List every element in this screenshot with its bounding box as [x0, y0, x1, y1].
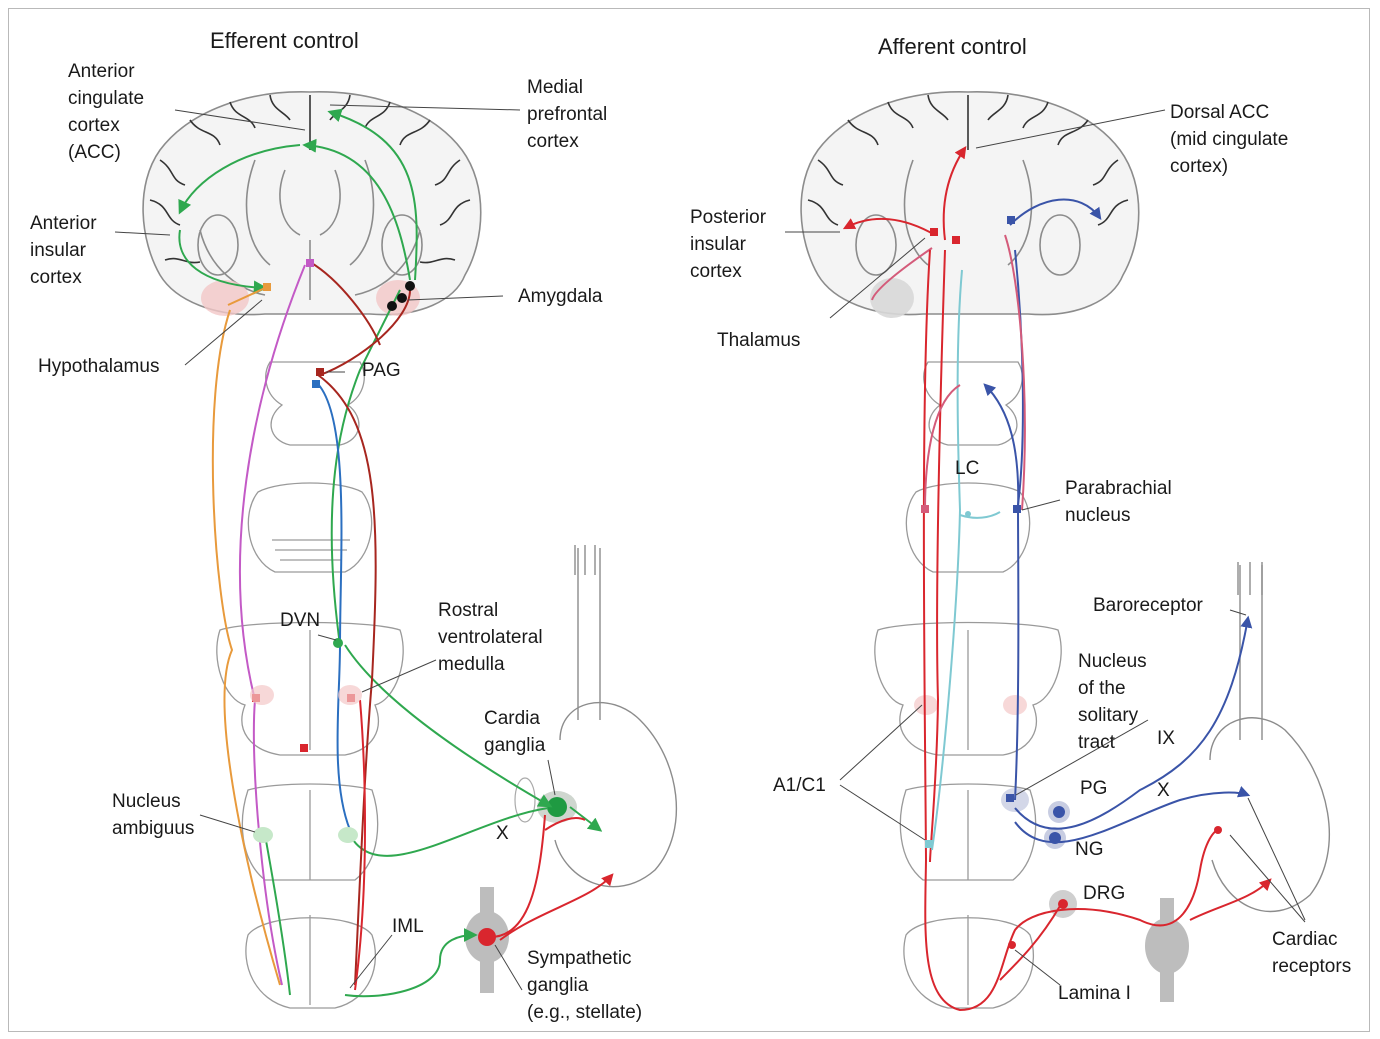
dvn-label: DVN — [280, 607, 320, 634]
vagus-x-label-right: X — [1157, 777, 1170, 804]
ng-label: NG — [1075, 836, 1104, 863]
afferent-title: Afferent control — [878, 33, 1027, 60]
pag-label: PAG — [362, 357, 401, 384]
left-brain — [143, 92, 481, 315]
sympathetic-ganglia-label: Sympathetic ganglia (e.g., stellate) — [527, 945, 642, 1026]
amygdala-label: Amygdala — [518, 283, 603, 310]
dorsal-acc-label: Dorsal ACC (mid cingulate cortex) — [1170, 99, 1288, 180]
parabrachial-label: Parabrachial nucleus — [1065, 475, 1172, 529]
baroreceptor-label: Baroreceptor — [1093, 592, 1203, 619]
mpfc-label: Medial prefrontal cortex — [527, 74, 607, 155]
drg-label: DRG — [1083, 880, 1125, 907]
rvlm-label: Rostral ventrolateral medulla — [438, 597, 543, 678]
nucleus-ambiguus-label: Nucleus ambiguus — [112, 788, 194, 842]
anterior-insular-label: Anterior insular cortex — [30, 210, 97, 291]
thalamus-label: Thalamus — [717, 327, 800, 354]
left-brainstem — [217, 362, 403, 1008]
iml-label: IML — [392, 913, 424, 940]
acc-label: Anterior cingulate cortex (ACC) — [68, 58, 144, 166]
cardia-ganglia-label: Cardia ganglia — [484, 705, 545, 759]
ix-label: IX — [1157, 725, 1175, 752]
left-heart — [555, 545, 676, 887]
nts-label: Nucleus of the solitary tract — [1078, 648, 1147, 756]
pg-label: PG — [1080, 775, 1107, 802]
a1c1-label: A1/C1 — [773, 772, 826, 799]
right-heart — [1210, 562, 1329, 911]
posterior-insular-label: Posterior insular cortex — [690, 204, 766, 285]
efferent-title: Efferent control — [210, 27, 359, 54]
hypothalamus-label: Hypothalamus — [38, 353, 159, 380]
lamina-i-label: Lamina I — [1058, 980, 1131, 1007]
lc-label: LC — [955, 455, 979, 482]
vagus-x-label-left: X — [496, 820, 509, 847]
cardiac-receptors-label: Cardiac receptors — [1272, 926, 1351, 980]
